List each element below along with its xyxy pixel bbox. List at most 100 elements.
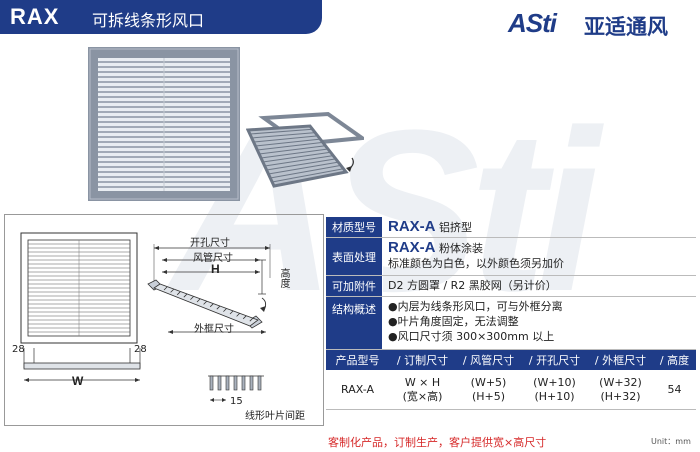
spec-panel: 材质型号 RAX-A 铝挤型 表面处理 RAX-A 粉体涂装 标准颜色为白色，以… [326,217,696,410]
header-bar: RAX 可拆线条形风口 [0,0,322,34]
th-hole-size: / 开孔尺寸 [528,354,581,367]
grille-blade [253,135,318,143]
grille-blade [266,158,336,171]
spec-label-surface: 表面处理 [326,238,383,275]
grille-blade [242,315,247,320]
grille-blade [196,298,201,303]
dim-blade-spacing-15: 15 [230,396,243,407]
spacing-blade [209,375,214,391]
grille-blade [259,145,326,155]
structure-item: ●内层为线条形风口，可与外框分离 [388,300,563,313]
brand-logo-latin: ASti [508,8,557,38]
cell-frame-size: (W+32) (H+32) [588,376,653,404]
grille-blade [183,293,188,298]
grille-blade [268,161,339,175]
grille-blade [249,317,254,322]
spacing-blade [233,375,238,391]
grille-blade [260,148,329,159]
grille-blade [249,128,313,135]
cell-hole-line2: (H+10) [534,389,575,403]
spec-content-accessories: D2 方圆罩 / R2 黑胶网（另计价） [388,279,557,292]
grille-blade [255,138,321,147]
dim-width-w: W [72,374,84,388]
spec-label-accessories: 可加附件 [326,276,383,296]
spec-row-material: 材质型号 RAX-A 铝挤型 [326,217,696,238]
table-row: RAX-A W × H (宽×高) (W+5) (H+5) (W+10) (H+… [326,370,696,410]
grille-blade [257,141,323,151]
label-duct-size: 风管尺寸 [193,253,233,264]
th-model: 产品型号 [335,354,380,367]
grille-blade [229,310,234,315]
label-outer-frame-size: 外框尺寸 [194,324,234,335]
spec-row-accessories: 可加附件 D2 方圆罩 / R2 黑胶网（另计价） [326,276,696,297]
product-code: RAX [10,4,60,29]
spacing-blade [217,375,222,391]
grille-blade [190,296,194,300]
material-desc: 铝挤型 [439,221,472,234]
grille-blade [209,303,214,308]
cell-frame-line1: (W+32) [599,375,642,389]
grille-blade [270,164,341,179]
product-title: 可拆线条形风口 [92,11,205,30]
label-open-hole-size: 开孔尺寸 [190,238,230,249]
spacing-blade [249,375,254,391]
spacing-blade [225,375,230,391]
spacing-blade [241,375,246,391]
cell-duct-line1: (W+5) [470,375,507,389]
cell-model: RAX-A [341,382,374,396]
technical-drawing-panel [4,214,324,426]
grille-blade [203,301,207,305]
grille-front-photo [88,47,240,201]
spec-content-material: RAX-A 铝挤型 [383,217,696,237]
cell-hole-size: (W+10) (H+10) [521,376,588,404]
custom-order-note: 客制化产品，订制生产，客户提供宽×高尺寸 [328,436,547,449]
material-model: RAX-A [388,218,436,235]
dim-right-28: 28 [134,344,147,355]
grille-blade [264,155,334,167]
unit-label: Unit：mm [651,437,691,446]
spec-row-structure: 结构概述 ●内层为线条形风口，可与外框分离 ●叶片角度固定，无法调整 ●风口尺寸… [326,297,696,350]
grille-blade [236,313,240,317]
dim-left-28: 28 [12,344,25,355]
surface-model: RAX-A [388,239,436,256]
spec-content-surface: RAX-A 粉体涂装 标准颜色为白色，以外颜色须另加价 [383,238,696,275]
structure-item: ●风口尺寸须 300×300mm 以上 [388,330,555,343]
th-custom-size: / 订制尺寸 [396,354,449,367]
bottom-profile-drawing [23,348,141,382]
grille-blade [223,308,227,312]
dim-height-h: H [211,262,220,276]
brand-name: 亚适通风 [584,15,668,39]
cell-custom-line2: (宽×高) [402,389,443,403]
grille-blade [176,291,181,296]
spec-row-surface: 表面处理 RAX-A 粉体涂装 标准颜色为白色，以外颜色须另加价 [326,238,696,276]
cell-duct-size: (W+5) (H+5) [456,376,521,404]
th-frame-size: / 外框尺寸 [594,354,647,367]
cell-frame-line2: (H+32) [600,389,641,403]
grille-exploded-photo [246,111,364,188]
grille-blade [262,151,331,163]
cell-custom-line1: W × H [404,375,441,389]
spacing-blade [257,375,262,391]
side-section-drawing [147,244,271,334]
surface-desc: 粉体涂装 [439,242,483,255]
cell-hole-line1: (W+10) [533,375,576,389]
front-view-drawing [20,232,138,344]
th-height: / 高度 [659,354,690,367]
th-duct-size: / 风管尺寸 [462,354,515,367]
grille-blade [272,168,344,183]
grille-blade [216,305,221,310]
grille-blade [251,132,316,139]
cell-height: 54 [667,382,682,396]
grille-blade [163,286,168,291]
structure-item: ●叶片角度固定，无法调整 [388,315,519,328]
cell-duct-line2: (H+5) [471,389,506,403]
cell-custom-size: W × H (宽×高) [389,376,456,404]
label-height: 高度 [278,268,289,288]
spec-label-material: 材质型号 [326,217,383,237]
size-table-header: 产品型号 / 订制尺寸 / 风管尺寸 / 开孔尺寸 / 外框尺寸 / 高度 [326,350,696,370]
label-blade-spacing: 线形叶片间距 [245,411,305,422]
blade-spacing-detail [208,375,264,402]
grille-blade [170,289,174,293]
surface-color-note: 标准颜色为白色，以外颜色须另加价 [388,257,564,270]
spec-label-structure: 结构概述 [326,297,383,349]
